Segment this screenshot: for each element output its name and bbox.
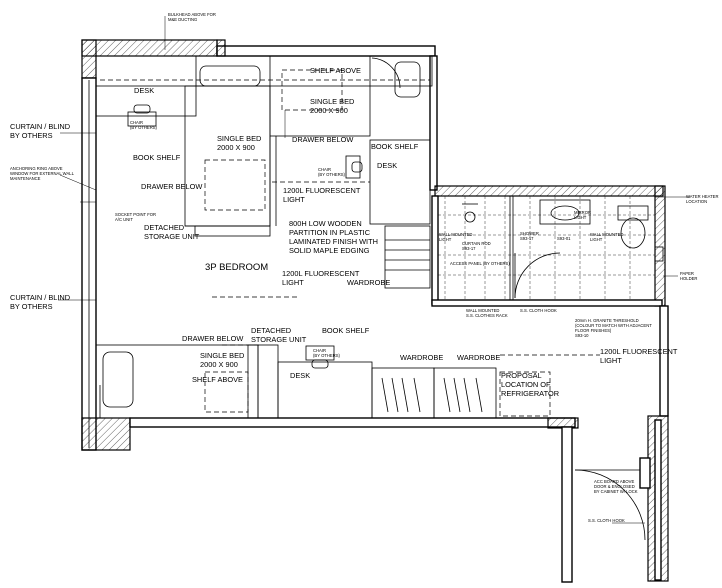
bath-curtain-2: S93-17 (462, 246, 476, 251)
cloth-hook-bottom: S.S. CLOTH HOOK (588, 518, 625, 523)
refrigerator-3: REFRIGERATOR (501, 389, 559, 398)
chair-top-1: CHAIR (130, 120, 143, 125)
chair-mid-2: (BY OTHERS) (318, 172, 346, 177)
bathroom (438, 196, 664, 300)
socket-2: A/C UNIT (115, 217, 133, 222)
threshold-2: (COLOUR TO MATCH WITH ADJACENT (575, 323, 652, 328)
bath-access-panel: ACCESS PANEL (BY OTHERS) (450, 261, 510, 266)
wardrobe-1: WARDROBE (400, 353, 443, 362)
book-shelf-right: BOOK SHELF (371, 142, 419, 151)
partition-3: LAMINATED FINISH WITH (289, 237, 378, 246)
desk-right: DESK (377, 161, 397, 170)
bath-shower-2: S93-17 (520, 236, 534, 241)
refrigerator-1: PROPOSAL (501, 371, 542, 380)
single-bed-right-1: SINGLE BED (310, 97, 354, 106)
refrigerator-2: LOCATION OF (501, 380, 551, 389)
bath-wall-light-2: LIGHT (439, 237, 452, 242)
drawer-below-left: DRAWER BELOW (141, 182, 202, 191)
bath-vanity: S93-01 (557, 236, 571, 241)
bath-shower-1: SHOWER (520, 231, 539, 236)
bath-towel-rack-2: S.S. CLOTHES RACK (466, 313, 508, 318)
fluorescent-2-line1: 1200L FLUORESCENT (282, 269, 360, 278)
chair-mid-1: CHAIR (318, 167, 331, 172)
curtain-top-1: CURTAIN / BLIND (10, 122, 70, 131)
desk-top: DESK (134, 86, 154, 95)
curtain-top-2: BY OTHERS (10, 131, 53, 140)
anchoring-1: ANCHORING RING ABOVE (10, 166, 63, 171)
single-bed-bottom-1: SINGLE BED (200, 351, 244, 360)
detached-storage-bottom-1: DETACHED (251, 326, 291, 335)
chair-bottom-2: (BY OTHERS) (313, 353, 341, 358)
bath-cloth-hook: S.S. CLOTH HOOK (520, 308, 557, 313)
bulkhead-label-2: M&E DUCTING (168, 17, 197, 22)
bath-wall-light-4: LIGHT (590, 237, 603, 242)
fluorescent-3-line2: LIGHT (600, 356, 622, 365)
chair-top-2: (BY OTHERS) (130, 125, 158, 130)
book-shelf-bottom: BOOK SHELF (322, 326, 370, 335)
water-heater-1: WATER HEATER (686, 194, 719, 199)
bath-curtain-1: CURTAIN ROD (462, 241, 491, 246)
desk-bottom: DESK (290, 371, 310, 380)
shelf-above-top: SHELF ABOVE (310, 66, 361, 75)
curtain-bottom-2: BY OTHERS (10, 302, 53, 311)
partition-2: PARTITION IN PLASTIC (289, 228, 371, 237)
chair-bottom-1: CHAIR (313, 348, 326, 353)
wardrobe-2: WARDROBE (457, 353, 500, 362)
paper-holder-2: HOLDER (680, 276, 697, 281)
annotations: BULKHEAD ABOVE FOR M&E DUCTING SHELF ABO… (10, 12, 719, 523)
anchoring-3: MAINTENANCE (10, 176, 41, 181)
bath-mirror-1: MIRROR (574, 210, 591, 215)
single-bed-bottom-2: 2000 X 900 (200, 360, 238, 369)
bottom-furniture (95, 344, 651, 541)
wardrobe-mid: WARDROBE (347, 278, 390, 287)
bulkhead-label-1: BULKHEAD ABOVE FOR (168, 12, 216, 17)
bath-wall-light-3: WALL MOUNTED (590, 232, 623, 237)
water-heater-2: LOCATION (686, 199, 707, 204)
bath-towel-rack-1: WALL MOUNTED (466, 308, 499, 313)
threshold-3: FLOOR FINISHES) (575, 328, 612, 333)
single-bed-right-2: 2000 X 900 (310, 106, 348, 115)
paper-holder-1: PAPER (680, 271, 694, 276)
threshold-1: 20mm H. GRANITE THRESHOLD (575, 318, 639, 323)
door-note-3: BY CABINET W/ LOCK (594, 489, 638, 494)
socket-1: SOCKET POINT FOR (115, 212, 156, 217)
partition-1: 800H LOW WOODEN (289, 219, 362, 228)
door-note-2: DOOR & ENCLOSED (594, 484, 635, 489)
book-shelf-left: BOOK SHELF (133, 153, 181, 162)
single-bed-left-2: 2000 X 900 (217, 143, 255, 152)
detached-storage-bottom-2: STORAGE UNIT (251, 335, 307, 344)
anchoring-2: WINDOW FOR EXTERNAL WALL (10, 171, 75, 176)
fluorescent-1-line1: 1200L FLUORESCENT (283, 186, 361, 195)
top-left-furniture (95, 55, 433, 298)
leader-lines (58, 16, 690, 524)
partition-4: SOLID MAPLE EDGING (289, 246, 370, 255)
bath-mirror-2: LIGHT (574, 215, 587, 220)
detached-storage-left-1: DETACHED (144, 223, 184, 232)
detached-storage-left-2: STORAGE UNIT (144, 232, 200, 241)
drawer-below-top: DRAWER BELOW (292, 135, 353, 144)
threshold-4: S93-10 (575, 333, 589, 338)
drawer-below-bottom: DRAWER BELOW (182, 334, 243, 343)
curtain-bottom-1: CURTAIN / BLIND (10, 293, 70, 302)
bath-wall-light-1: WALL MOUNTED (439, 232, 472, 237)
walls (81, 39, 669, 583)
shelf-above-bottom: SHELF ABOVE (192, 375, 243, 384)
door-note-1: ACC BOARD ABOVE (594, 479, 634, 484)
fluorescent-1-line2: LIGHT (283, 195, 305, 204)
bedroom-title: 3P BEDROOM (205, 262, 268, 273)
fluorescent-3-line1: 1200L FLUORESCENT (600, 347, 678, 356)
single-bed-left-1: SINGLE BED (217, 134, 261, 143)
fluorescent-2-line2: LIGHT (282, 278, 304, 287)
